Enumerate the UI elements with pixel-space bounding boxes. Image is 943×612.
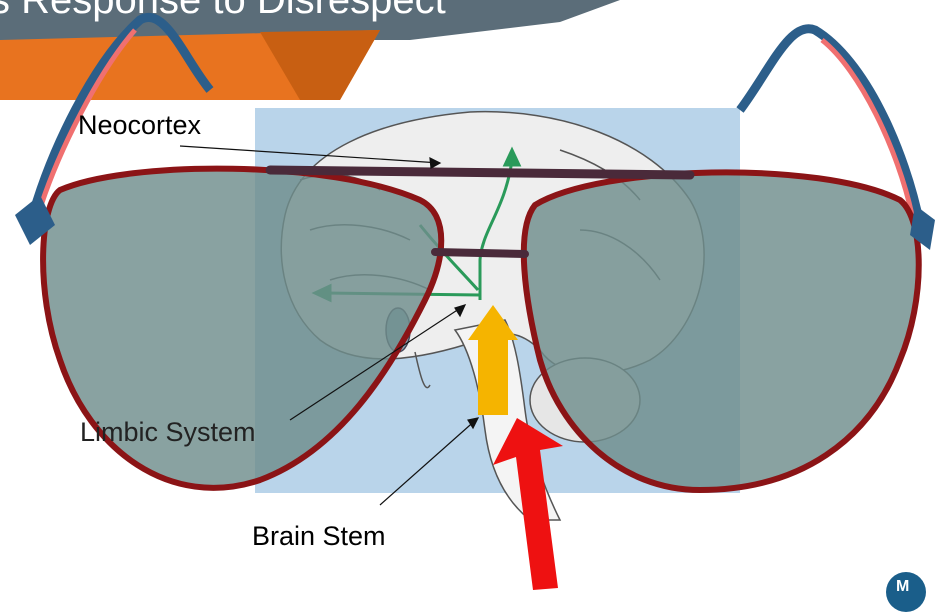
slide-title: s Response to Disrespect [0,0,446,23]
label-limbic-system: Limbic System [80,417,256,448]
logo-text: M [896,578,909,596]
label-neocortex: Neocortex [78,110,201,141]
slide-canvas [0,0,943,594]
glasses-top-bar [270,170,690,175]
company-logo-icon: M [886,572,926,612]
glasses-bridge [435,252,525,254]
label-brain-stem: Brain Stem [252,521,386,552]
